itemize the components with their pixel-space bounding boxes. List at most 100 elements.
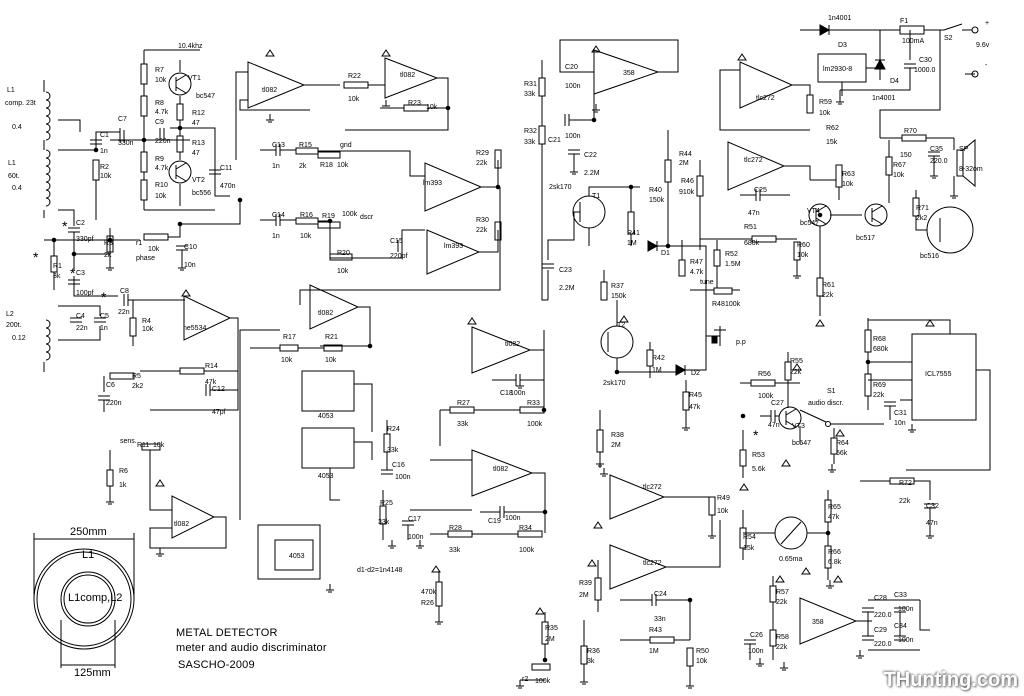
meter-needle: [780, 521, 802, 545]
junction: [71, 251, 77, 257]
component-label-gnd: gnd: [340, 142, 352, 149]
resistor: [649, 636, 675, 644]
component-label-c30v: 1000.0: [914, 67, 936, 74]
component-label-r22v: 10k: [348, 96, 360, 103]
component-label-l2: L2: [6, 311, 14, 318]
component-label-c4v: 22n: [76, 325, 88, 332]
component-label-c10: C10: [184, 244, 197, 251]
component-label-rr1: r1: [136, 240, 143, 247]
junction: [93, 147, 99, 153]
component-label-c12: C12: [212, 386, 225, 393]
component-label-tlc3: tlc272: [643, 484, 662, 491]
component-label-c29: C29: [874, 627, 887, 634]
junction: [740, 413, 746, 419]
component-label-r51v: 680k: [744, 240, 760, 247]
coil-outer-dimension: 250mm: [70, 526, 107, 538]
wire: [559, 39, 679, 73]
component-label-r32: R32: [524, 128, 537, 135]
component-label-c31v: 10n: [894, 420, 906, 427]
component-label-c8v: 22n: [118, 309, 130, 316]
component-label-r6v: 1k: [119, 482, 127, 489]
junction: [591, 117, 597, 123]
component-label-r41: R41: [627, 230, 640, 237]
wire: [299, 187, 501, 305]
resistor: [538, 125, 546, 145]
wire: [532, 472, 546, 533]
opamp: [384, 57, 439, 99]
supply-arrow: [467, 317, 477, 325]
resistor: [279, 344, 299, 352]
component-label-r61: R61: [822, 282, 835, 289]
wire: [914, 480, 931, 500]
component-label-r52v: 1.5M: [725, 261, 741, 268]
wire: [784, 165, 811, 180]
component-label-r53: R53: [752, 452, 765, 459]
supply-arrow: [535, 607, 545, 615]
component-label-r16: R16: [300, 212, 313, 219]
component-label-c2: C2: [76, 220, 85, 227]
component-label-c11: C11: [220, 165, 233, 172]
component-label-r46: R46: [681, 178, 694, 185]
resistor: [329, 253, 353, 261]
component-label-r27: R27: [457, 400, 470, 407]
supply-arrow: [781, 459, 791, 467]
resistor: [864, 329, 872, 353]
component-label-r3v: 2k: [104, 252, 112, 259]
resistor: [750, 379, 776, 387]
component-label-vt1: VT1: [188, 75, 201, 82]
junction: [825, 530, 831, 536]
component-label-r10v: 10k: [155, 193, 167, 200]
component-label-r65: R65: [828, 504, 841, 511]
component-label-r20: R20: [337, 250, 350, 257]
component-label-r40v: 150k: [649, 197, 665, 204]
resistor: [129, 317, 137, 337]
component-label-r42: R42: [652, 355, 665, 362]
component-label-r37v: 150k: [611, 293, 627, 300]
component-label-r58v: 22k: [776, 644, 788, 651]
component-label-r72v: 22k: [899, 498, 911, 505]
resistor: [140, 63, 148, 85]
junction: [542, 509, 548, 515]
component-label-r14: R14: [205, 363, 218, 370]
wire: [239, 329, 280, 520]
junction: [445, 105, 451, 111]
supply-arrow: [265, 49, 275, 57]
component-label-r69v: 22k: [873, 392, 885, 399]
wire: [58, 305, 101, 316]
component-label-r66v: 6.8k: [828, 559, 842, 566]
transistor: [871, 205, 883, 213]
component-label-r54: R54: [743, 534, 756, 541]
component-label-r37: R37: [611, 283, 624, 290]
component-label-tune: tune: [700, 279, 714, 286]
resistor: [317, 151, 341, 159]
junction: [817, 212, 823, 218]
component-label-l2b: 200t.: [6, 322, 22, 329]
wire: [320, 306, 371, 347]
resistor: [176, 135, 184, 153]
component-label-r34v: 100k: [519, 547, 535, 554]
component-label-c32: C32: [926, 503, 939, 510]
coil-inner-ring: [63, 574, 113, 624]
component-label-bc516: bc516: [920, 253, 940, 260]
component-label-r6: R6: [119, 468, 128, 475]
component-label-bc547c: bc547: [792, 440, 812, 447]
component-label-r45: R45: [689, 392, 702, 399]
component-label-r55v: 22k: [790, 369, 802, 376]
transistor: [168, 72, 192, 96]
component-label-r34: R34: [519, 525, 532, 532]
component-label-r25v: 33k: [378, 519, 390, 526]
resistor: [179, 367, 205, 375]
resistor: [594, 577, 602, 601]
component-label-f: 10.4khz: [178, 43, 203, 50]
transistor: [175, 74, 187, 82]
resistor: [708, 496, 716, 516]
coil-inner-label: L1comp,L2: [68, 592, 123, 604]
wire: [149, 516, 227, 549]
supply-arrow: [792, 363, 802, 371]
resistor: [531, 663, 551, 671]
component-label-c17v: 100n: [408, 534, 424, 541]
junction: [614, 369, 620, 375]
wire: [792, 84, 811, 95]
component-label-c33: C33: [894, 592, 907, 599]
